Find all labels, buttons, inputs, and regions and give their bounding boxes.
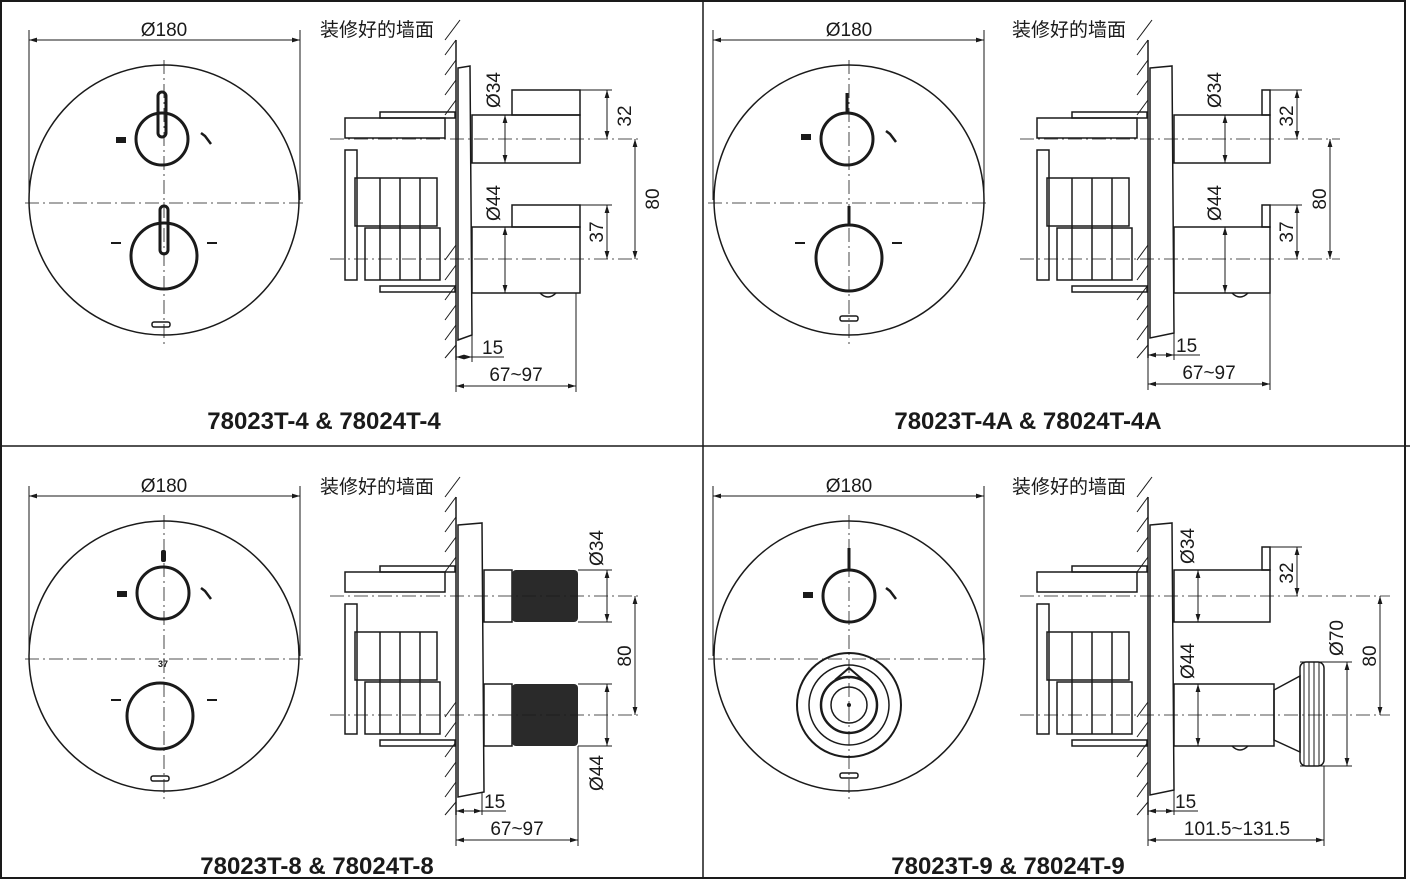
model-label: 78023T-4 & 78024T-4 <box>207 408 441 435</box>
side-view: 装修好的墙面 <box>320 476 640 846</box>
knob-diameter-label: Ø70 <box>1327 620 1348 656</box>
valve-body <box>344 111 456 293</box>
offset-label: 15 <box>482 338 503 359</box>
model-label: 78023T-8 & 78024T-8 <box>200 853 434 879</box>
knurled-grip <box>512 684 578 746</box>
finished-wall-label: 装修好的墙面 <box>320 476 434 498</box>
bottom-shaft-label: Ø44 <box>1205 185 1226 221</box>
offset-label: 15 <box>1175 792 1196 813</box>
top-shaft-label: Ø34 <box>1178 528 1199 564</box>
cover-plate-profile <box>457 522 485 798</box>
hand-shower-icon <box>117 591 127 597</box>
offset-label: 15 <box>1176 336 1197 357</box>
thermostat-handle <box>129 221 199 291</box>
top-shaft-label: Ø34 <box>587 530 608 566</box>
handle-bottom-profile <box>1173 204 1271 298</box>
finished-wall-label: 装修好的墙面 <box>1012 476 1126 498</box>
diameter-label: Ø180 <box>141 476 187 497</box>
panel-78023T-4: Ø180 装修好的墙面 <box>25 19 664 435</box>
cover-plate-profile <box>1149 522 1175 796</box>
valve-body <box>344 565 456 747</box>
bottom-shaft-label: Ø44 <box>484 185 505 221</box>
top-shaft-label: Ø34 <box>484 72 505 108</box>
panel-78023T-4A: Ø180 装修好的墙面 <box>708 19 1340 435</box>
spacing-label: 80 <box>643 188 664 209</box>
thermostat-knob <box>796 652 902 758</box>
indicator-mark <box>161 550 166 562</box>
shower-head-icon <box>200 587 212 600</box>
depth-label: 101.5~131.5 <box>1184 819 1290 840</box>
spacing-label: 80 <box>1310 188 1331 209</box>
depth-label: 67~97 <box>490 819 543 840</box>
shower-head-icon <box>885 587 897 600</box>
bottom-height-label: 37 <box>587 221 608 242</box>
thermostat-handle <box>125 681 195 751</box>
bottom-shaft-label: Ø44 <box>587 755 608 791</box>
shower-head-icon <box>885 130 897 143</box>
outlet-slot <box>150 775 170 782</box>
hand-shower-icon <box>116 137 126 143</box>
outlet-slot <box>151 321 171 328</box>
front-view: Ø180 37 <box>25 476 305 800</box>
front-view: Ø180 <box>708 20 990 345</box>
diameter-label: Ø180 <box>141 20 187 41</box>
outlet-slot <box>839 772 859 779</box>
finished-wall-label: 装修好的墙面 <box>1012 19 1126 41</box>
hand-shower-icon <box>801 134 811 140</box>
cover-plate-profile <box>1149 65 1175 339</box>
hand-shower-icon <box>803 592 813 598</box>
side-view: 装修好的墙面 <box>1012 19 1340 390</box>
bottom-height-label: 37 <box>1277 221 1298 242</box>
finished-wall-label: 装修好的墙面 <box>320 19 434 41</box>
diameter-label: Ø180 <box>826 476 872 497</box>
side-view: 装修好的墙面 <box>320 19 664 392</box>
top-height-label: 32 <box>615 105 636 126</box>
diverter-handle <box>134 111 190 167</box>
diverter-handle <box>819 111 875 167</box>
front-view: Ø180 <box>25 20 305 345</box>
outlet-slot <box>839 315 859 322</box>
bottom-shaft-label: Ø44 <box>1178 643 1199 679</box>
top-height-label: 32 <box>1277 562 1298 583</box>
diameter-label: Ø180 <box>826 20 872 41</box>
spacing-label: 80 <box>1360 645 1381 666</box>
side-view: 装修好的墙面 <box>1012 476 1390 846</box>
depth-label: 67~97 <box>489 365 542 386</box>
shower-head-icon <box>200 132 212 145</box>
front-view: Ø180 <box>708 476 990 800</box>
model-label: 78023T-4A & 78024T-4A <box>894 408 1161 435</box>
offset-label: 15 <box>484 792 505 813</box>
panel-78023T-9: Ø180 装修好的墙面 <box>708 476 1390 879</box>
top-shaft-label: Ø34 <box>1205 72 1226 108</box>
model-label: 78023T-9 & 78024T-9 <box>891 853 1125 879</box>
panel-78023T-8: Ø180 37 装修好的墙面 <box>25 476 640 879</box>
depth-label: 67~97 <box>1182 363 1235 384</box>
cover-plate-profile <box>457 65 473 342</box>
valve-body <box>1036 111 1148 293</box>
handle-bottom-profile <box>471 204 581 298</box>
diverter-handle <box>135 565 191 621</box>
knurled-grip <box>512 570 578 622</box>
temperature-mark: 37 <box>158 659 168 669</box>
top-height-label: 32 <box>1277 105 1298 126</box>
spacing-label: 80 <box>615 645 636 666</box>
valve-body <box>1036 565 1148 747</box>
